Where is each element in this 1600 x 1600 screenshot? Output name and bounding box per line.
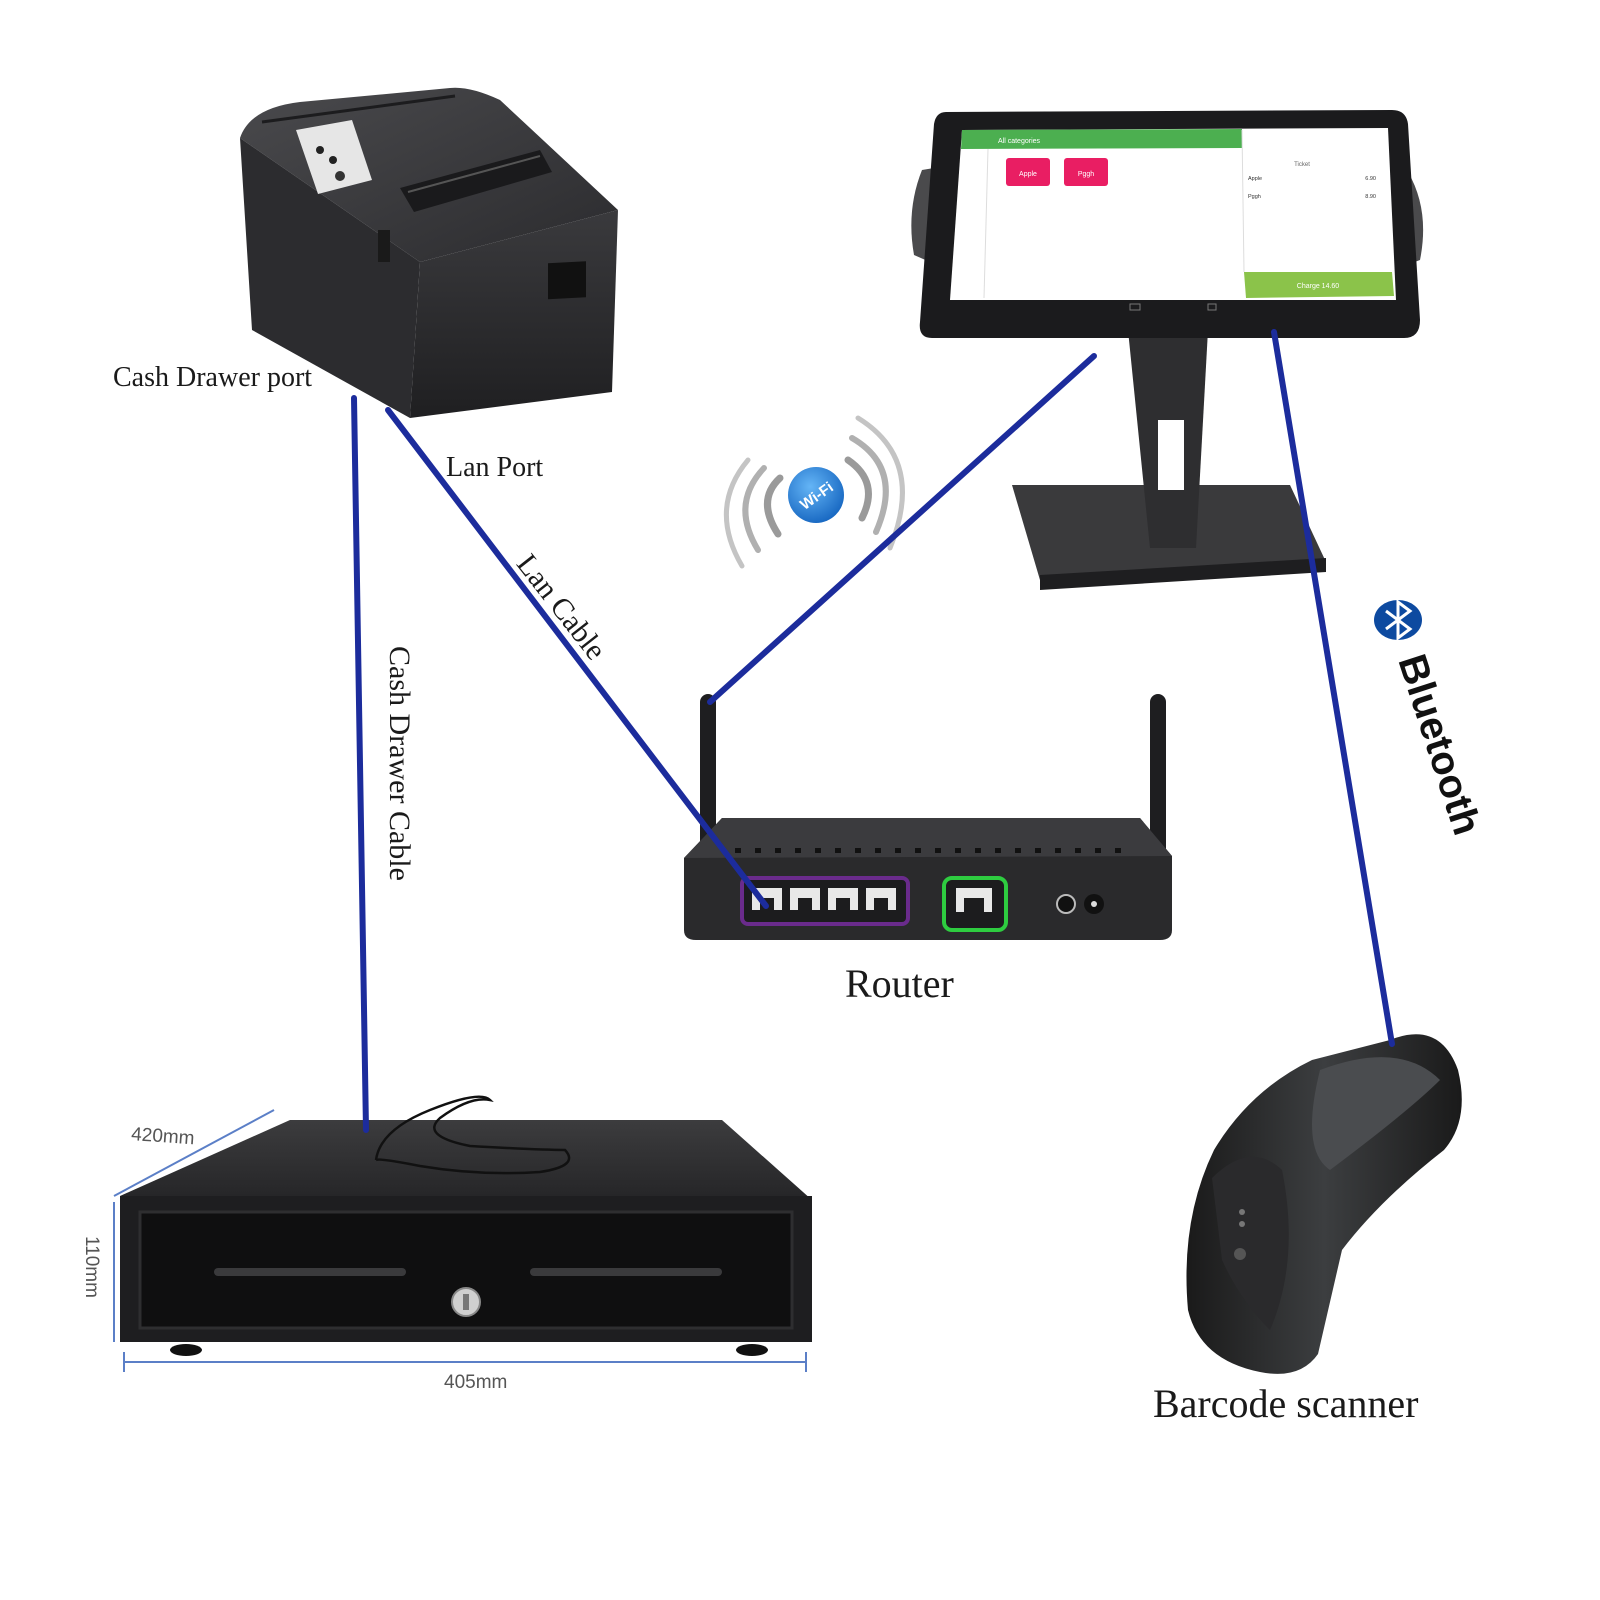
barcode-scanner-label: Barcode scanner	[1153, 1381, 1419, 1426]
ticket-line-price: 8.90	[1365, 194, 1376, 200]
router-label: Router	[845, 961, 954, 1006]
tile-label: Pggh	[1078, 171, 1094, 178]
bluetooth-label: Bluetooth	[1389, 649, 1489, 840]
charge-label: Charge 14.60	[1297, 283, 1340, 290]
product-tile[interactable]	[1006, 158, 1050, 186]
width-dimension: 405mm	[444, 1372, 508, 1393]
lan-port-label: Lan Port	[446, 452, 544, 483]
ticket-line-price: 6.90	[1365, 176, 1376, 182]
wifi-icon: Wi-Fi	[724, 415, 905, 569]
charge-button[interactable]	[1244, 272, 1394, 298]
cash-drawer	[113, 1095, 812, 1372]
cash-drawer-port-label: Cash Drawer port	[113, 362, 313, 393]
height-dimension: 110mm	[81, 1236, 102, 1298]
bluetooth-icon	[1374, 599, 1422, 641]
category-bar[interactable]: All categories	[998, 138, 1041, 145]
pos-tablet: All categories Apple Pggh Ticket Apple 6…	[911, 110, 1424, 590]
cash-drawer-cable	[351, 395, 369, 1133]
ticket-line: Pggh	[1248, 194, 1261, 200]
lan-cable	[385, 407, 769, 909]
bluetooth-link	[1271, 329, 1395, 1047]
tile-label: Apple	[1019, 171, 1037, 178]
barcode-scanner	[1186, 1034, 1462, 1374]
receipt-printer	[240, 87, 618, 418]
wifi-link	[707, 353, 1097, 705]
cash-drawer-cable-label: Cash Drawer Cable	[383, 646, 416, 881]
depth-dimension: 420mm	[130, 1124, 196, 1150]
router	[684, 694, 1172, 940]
ticket-title: Ticket	[1294, 162, 1310, 168]
product-tile[interactable]	[1064, 158, 1108, 186]
ticket-line: Apple	[1248, 176, 1262, 182]
